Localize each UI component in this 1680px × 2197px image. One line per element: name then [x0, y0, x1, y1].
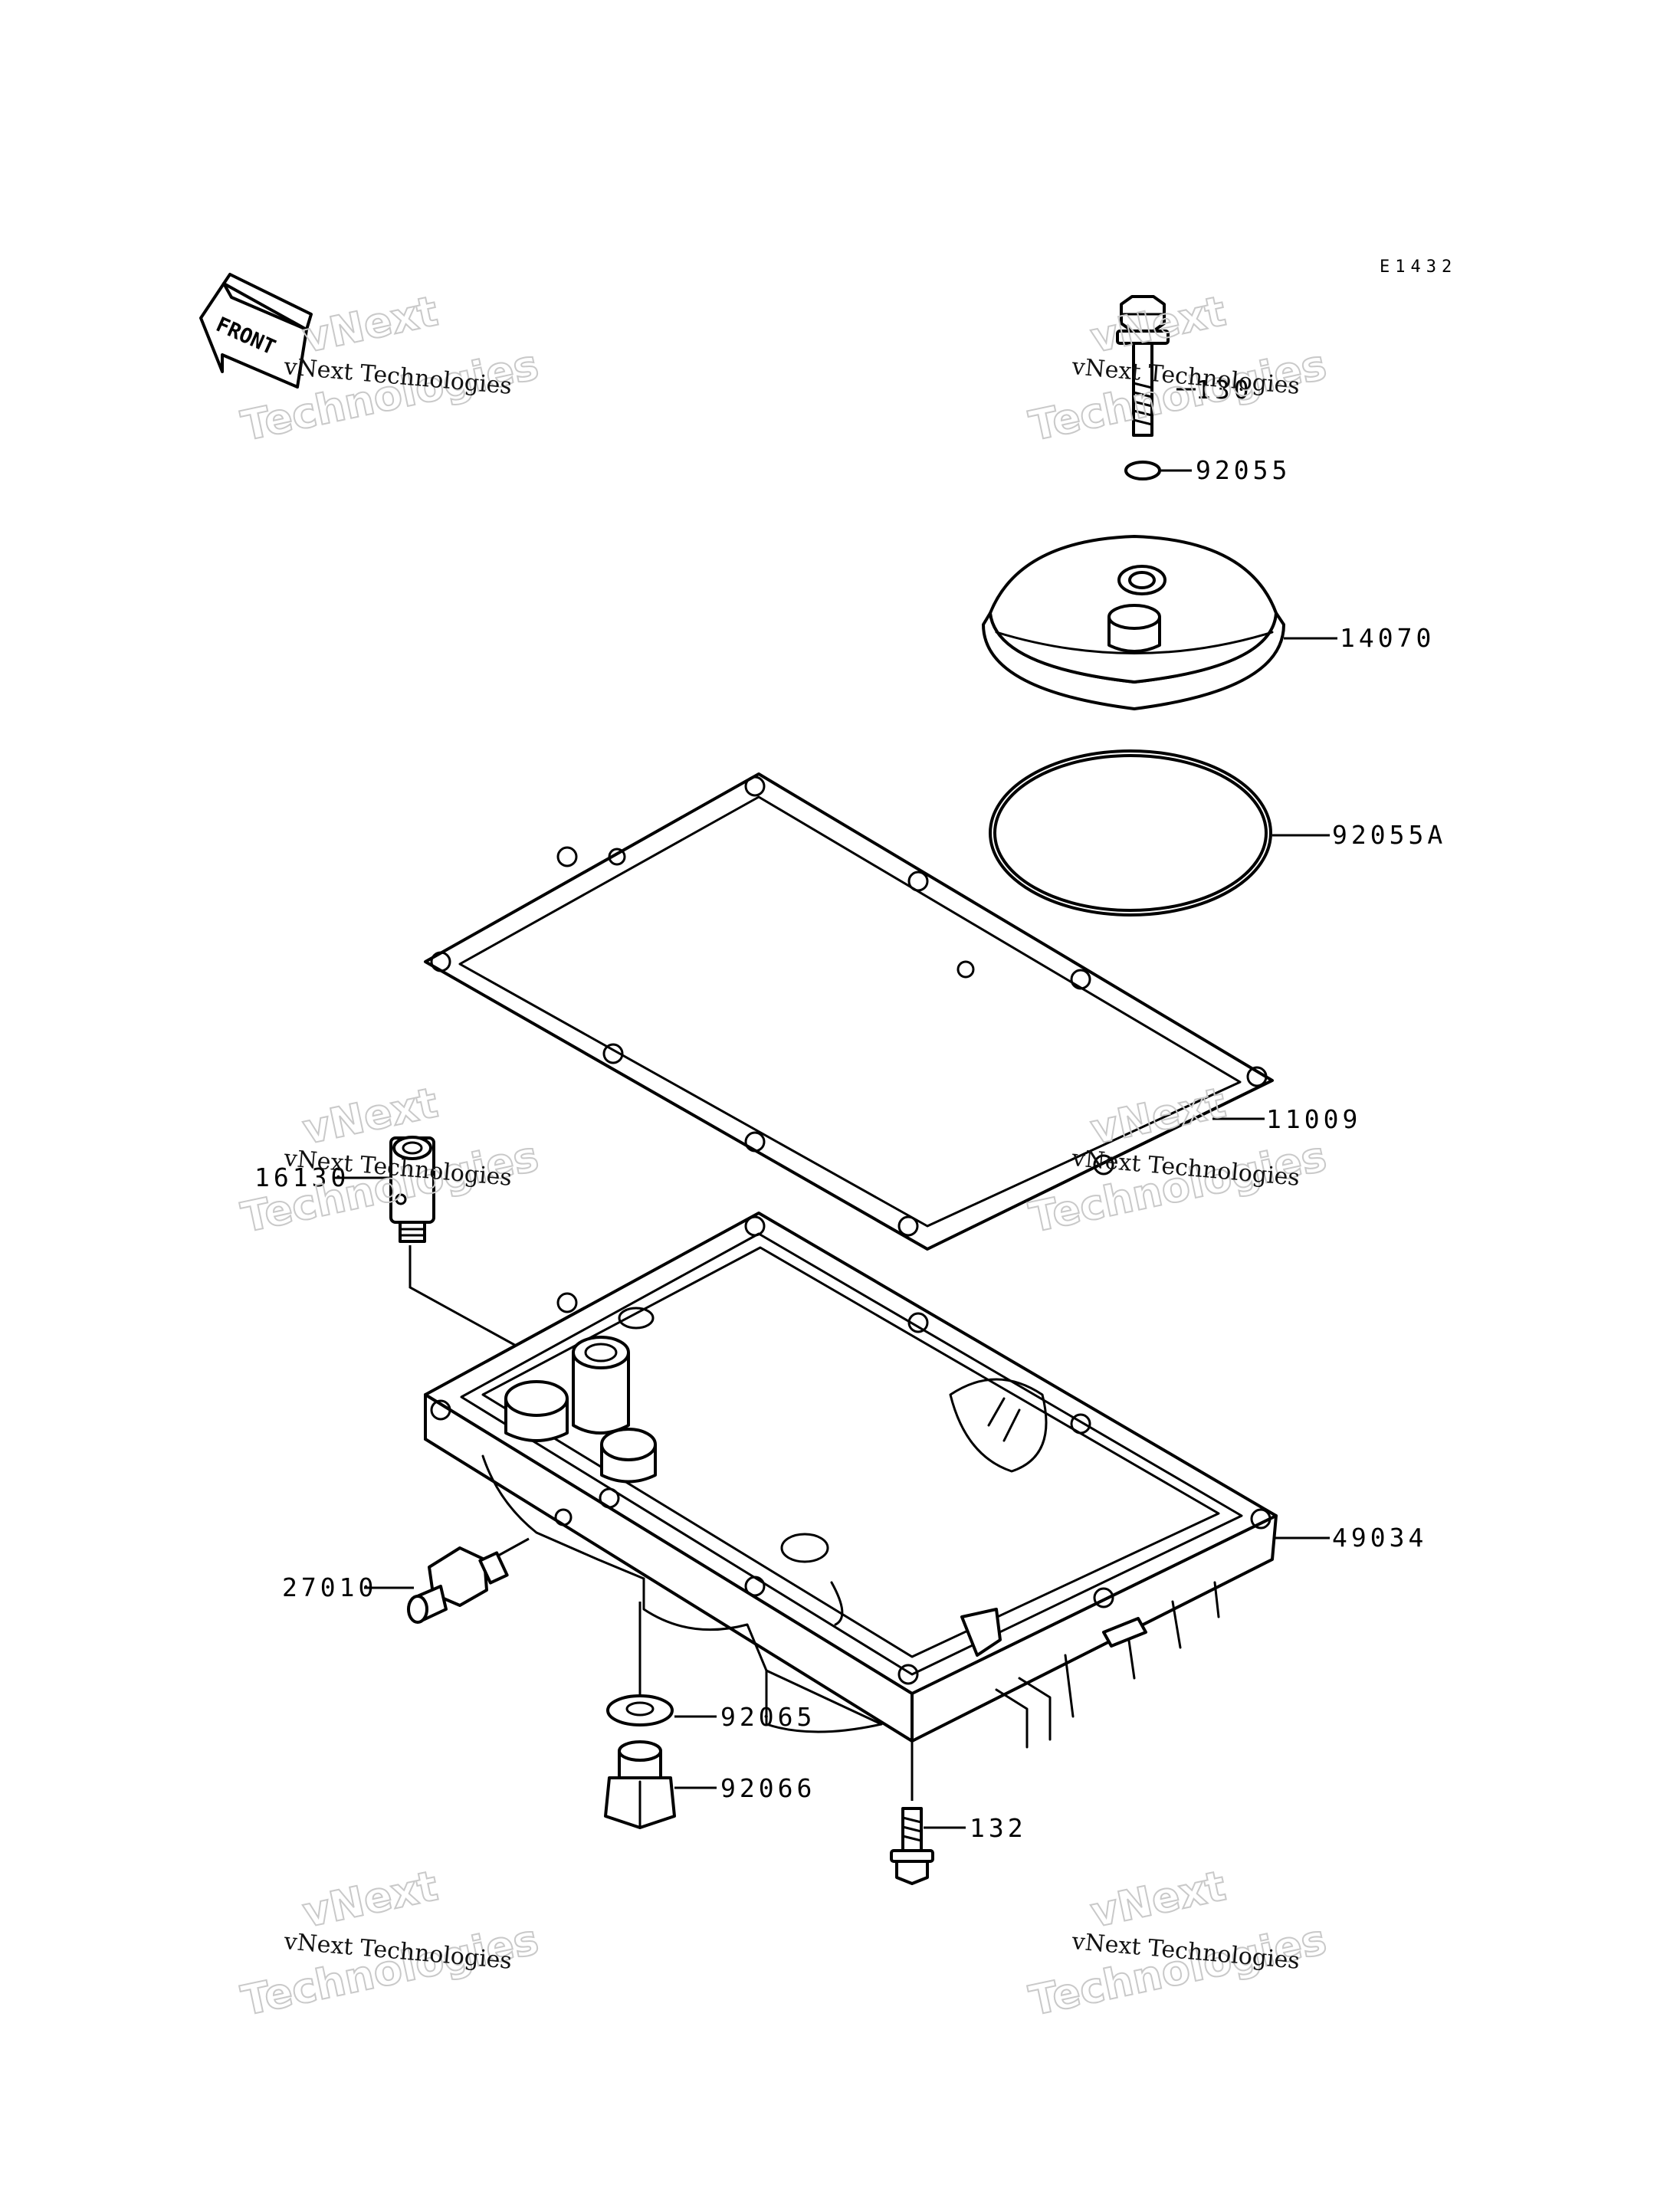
front-arrow-icon: FRONT — [199, 273, 313, 389]
bolt-top-part — [1116, 295, 1170, 437]
washer-part — [606, 1694, 674, 1726]
svg-text:vNext: vNext — [1087, 1861, 1230, 1937]
watermark: vNext Technologies vNext Technologies — [1025, 286, 1331, 451]
oring-big-part — [989, 749, 1272, 917]
part-number-oring-big: 92055A — [1332, 820, 1446, 850]
fitting-part — [389, 1136, 435, 1243]
part-number-fitting: 16130 — [254, 1162, 349, 1192]
part-number-oring-small: 92055 — [1196, 455, 1291, 485]
drain-plug-part — [604, 1740, 676, 1829]
oil-pan-part — [424, 1212, 1278, 1749]
part-number-bolt-bottom: 132 — [970, 1813, 1027, 1843]
part-number-gasket: 11009 — [1266, 1104, 1361, 1134]
svg-text:vNext: vNext — [1087, 1078, 1230, 1154]
svg-text:vNext: vNext — [299, 1861, 442, 1937]
part-number-cap: 14070 — [1340, 623, 1435, 653]
cap-part — [982, 535, 1285, 710]
part-number-oil-pan: 49034 — [1332, 1523, 1427, 1553]
watermark: vNext Technologies vNext Technologies — [1025, 1861, 1331, 2026]
part-number-drain-plug: 92066 — [720, 1773, 815, 1803]
diagram-code: E1432 — [1380, 257, 1457, 277]
oring-small-part — [1124, 461, 1161, 480]
svg-text:vNext: vNext — [299, 287, 442, 362]
watermark: vNext Technologies vNext Technologies — [237, 1861, 543, 2026]
gasket-part — [424, 772, 1274, 1251]
part-number-washer: 92065 — [720, 1702, 815, 1732]
switch-part — [407, 1546, 509, 1624]
part-number-switch: 27010 — [282, 1572, 377, 1602]
bolt-bottom-part — [890, 1807, 934, 1885]
part-number-bolt-top: 130 — [1196, 375, 1253, 405]
